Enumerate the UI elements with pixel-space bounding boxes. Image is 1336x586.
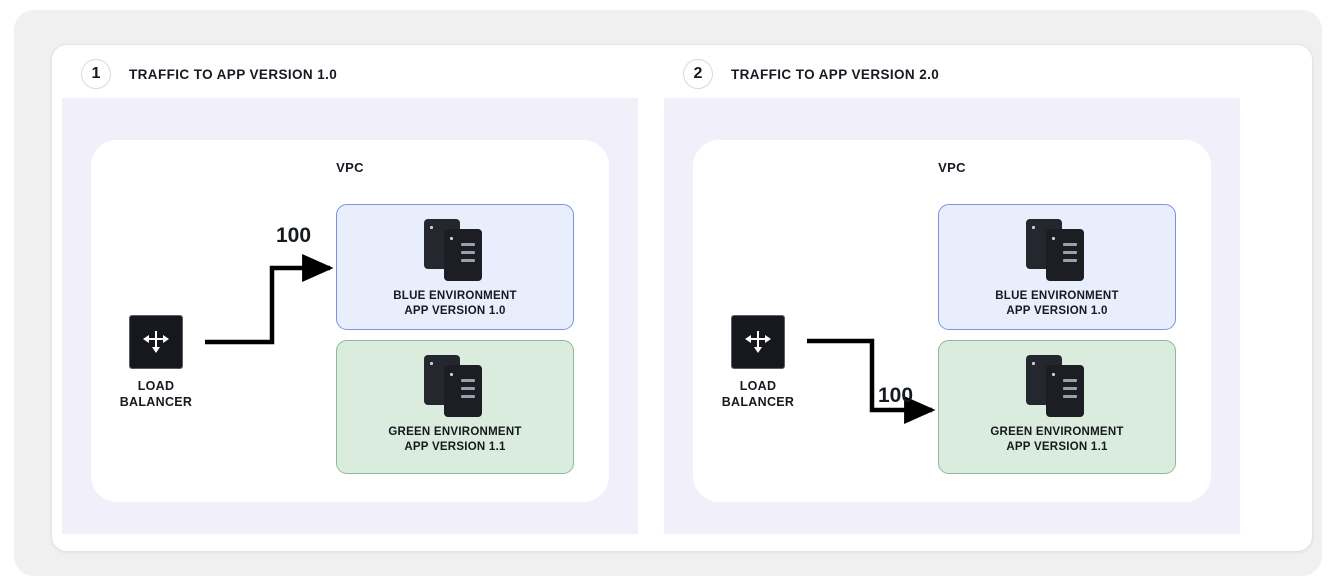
load-balancer-1: LOAD BALANCER [96, 315, 216, 410]
load-balancer-2: LOAD BALANCER [698, 315, 818, 410]
blue-environment-name-1: BLUE ENVIRONMENT [393, 290, 517, 302]
server-instances-icon [424, 355, 486, 419]
blue-environment-name-2: BLUE ENVIRONMENT [995, 290, 1119, 302]
traffic-percent-label-2: 100 [878, 384, 914, 407]
green-environment-box-1: GREEN ENVIRONMENT APP VERSION 1.1 [336, 340, 574, 474]
lb-label-line2: BALANCER [721, 395, 795, 409]
step-number-badge-2: 2 [683, 59, 713, 89]
blue-environment-box-1: BLUE ENVIRONMENT APP VERSION 1.0 [336, 204, 574, 330]
step-number-badge-1: 1 [81, 59, 111, 89]
green-environment-version-2: APP VERSION 1.1 [1006, 441, 1108, 453]
load-balancer-label-1: LOAD BALANCER [96, 378, 216, 410]
blue-environment-version-2: APP VERSION 1.0 [1006, 305, 1108, 317]
traffic-percent-label-1: 100 [276, 224, 312, 247]
green-environment-version-1: APP VERSION 1.1 [404, 441, 506, 453]
vpc-label-2: VPC [938, 160, 966, 175]
step-header-1: 1 TRAFFIC TO APP VERSION 1.0 [81, 59, 337, 89]
server-instances-icon [424, 219, 486, 283]
vpc-label-1: VPC [336, 160, 364, 175]
load-balancer-arrows-icon [731, 315, 785, 369]
lb-label-line1: LOAD [137, 379, 175, 393]
server-instances-icon [1026, 355, 1088, 419]
step-header-2: 2 TRAFFIC TO APP VERSION 2.0 [683, 59, 939, 89]
green-environment-name-2: GREEN ENVIRONMENT [990, 426, 1124, 438]
server-instances-icon [1026, 219, 1088, 283]
step-title-1: TRAFFIC TO APP VERSION 1.0 [129, 66, 338, 82]
blue-environment-version-1: APP VERSION 1.0 [404, 305, 506, 317]
green-environment-box-2: GREEN ENVIRONMENT APP VERSION 1.1 [938, 340, 1176, 474]
lb-label-line2: BALANCER [119, 395, 193, 409]
load-balancer-arrows-icon [129, 315, 183, 369]
step-title-2: TRAFFIC TO APP VERSION 2.0 [731, 66, 940, 82]
load-balancer-label-2: LOAD BALANCER [698, 378, 818, 410]
lb-label-line1: LOAD [739, 379, 777, 393]
green-environment-name-1: GREEN ENVIRONMENT [388, 426, 522, 438]
blue-environment-box-2: BLUE ENVIRONMENT APP VERSION 1.0 [938, 204, 1176, 330]
